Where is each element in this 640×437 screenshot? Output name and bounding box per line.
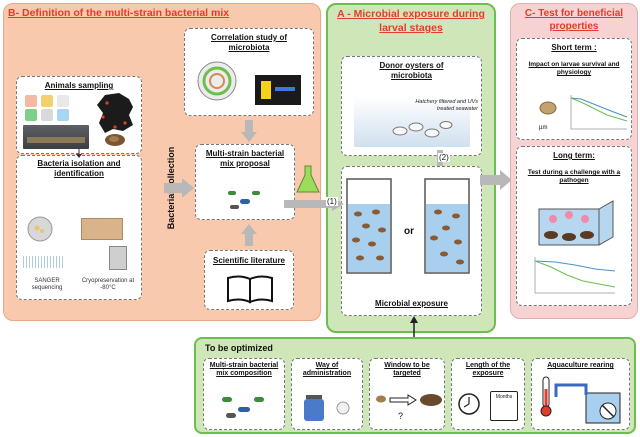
arrow-right-outline-icon <box>389 394 417 406</box>
short-term-title: Short term : <box>551 43 597 52</box>
optimize-label-administration: Way of administration <box>302 362 352 377</box>
short-term-card: Short term : Impact on larvae survival a… <box>516 38 632 140</box>
optimize-item-administration: Way of administration <box>291 358 363 430</box>
optimize-item-mix: Multi-strain bacterial mix composition <box>203 358 285 430</box>
optimize-item-length: Length of the exposure Months <box>451 358 525 430</box>
challenge-title: Test during a challenge with a pathogen <box>527 169 621 184</box>
petri-dish-icon <box>27 216 53 242</box>
jar-icon <box>304 395 324 421</box>
tank-icon <box>585 392 621 424</box>
beaker-right-icon <box>424 178 470 274</box>
oysters-in-water-icon <box>392 121 453 138</box>
scientific-literature-card: Scientific literature <box>204 250 294 310</box>
correlation-study-title: Correlation study of microbiota <box>210 33 287 52</box>
step2-label: (2) <box>438 153 450 162</box>
optimize-item-window: Window to be targeted ? <box>369 358 445 430</box>
optimize-item-rearing: Aquaculture rearing <box>531 358 630 430</box>
survival-curve-short <box>570 95 628 130</box>
beaker-left-icon <box>346 178 392 274</box>
seawater-image <box>354 97 470 147</box>
arrow-up-to-exposure <box>410 316 418 338</box>
circular-phylo-icon <box>197 61 237 101</box>
panel-a-title: A - Microbial exposure during larval sta… <box>337 8 485 34</box>
survival-curve-long <box>534 257 616 294</box>
oyster-farm-photo <box>23 125 89 149</box>
arrow-down-gray <box>241 120 257 142</box>
calendar-months-label: Months <box>495 394 513 400</box>
cryo-label: Cryopreservation at -80°C <box>81 278 135 291</box>
optimize-title: To be optimized <box>205 343 273 353</box>
mix-proposal-title: Multi-strain bacterial mix proposal <box>205 149 285 168</box>
freezer-icon <box>109 246 127 270</box>
thermometer-icon <box>540 376 552 417</box>
arrow-a-to-c <box>480 170 512 190</box>
bacteria-isolation-title: Bacteria isolation and identification <box>37 159 121 178</box>
flask-icon <box>296 165 320 193</box>
adult-oyster-icon <box>420 394 442 406</box>
heatmap-graphic <box>255 75 301 105</box>
hatchery-water-label: Hatchery filtered and UVs treated seawat… <box>415 99 478 112</box>
step1-label: (1) <box>326 197 338 206</box>
challenge-tank-icon <box>538 200 614 246</box>
france-map-icon <box>97 93 133 133</box>
larva-small-icon <box>376 395 386 403</box>
arrow-right-gray <box>164 178 194 198</box>
sanger-label: SANGER sequencing <box>31 278 63 291</box>
arrow-up-gray <box>241 224 257 246</box>
donor-oysters-card: Donor oysters of microbiota Hatchery fil… <box>341 56 482 156</box>
correlation-study-card: Correlation study of microbiota <box>184 28 314 116</box>
book-icon <box>227 275 273 304</box>
bacteria-isolation-card: Bacteria isolation and identification SA… <box>16 155 142 300</box>
clock-icon <box>458 393 480 415</box>
scientific-literature-title: Scientific literature <box>212 256 286 265</box>
arrow-down-small <box>76 148 82 158</box>
bacteria-icon <box>228 191 260 209</box>
long-term-card: Long term: Test during a challenge with … <box>516 146 632 306</box>
optimize-label-mix: Multi-strain bacterial mix composition <box>209 362 279 377</box>
bacteria-mix-icon <box>222 397 264 418</box>
panel-c-title: C- Test for beneficial properties <box>524 8 624 32</box>
or-label: or <box>404 226 414 237</box>
panel-b-title: B- Definition of the multi-strain bacter… <box>8 7 230 19</box>
long-term-title: Long term: <box>553 151 595 160</box>
pill-icon <box>336 401 350 415</box>
donor-oysters-title: Donor oysters of microbiota <box>379 61 444 80</box>
microbial-exposure-title: Microbial exposure <box>375 299 448 308</box>
optimize-label-rearing: Aquaculture rearing <box>547 362 614 369</box>
question-mark: ? <box>398 411 404 421</box>
sequence-trace <box>23 256 63 268</box>
weather-icons <box>25 95 71 121</box>
optimize-label-length: Length of the exposure <box>465 362 511 377</box>
oyster-shell-icon <box>105 134 125 146</box>
scale-unit: µm <box>539 125 548 131</box>
impact-title: Impact on larvae survival and physiology <box>528 61 620 76</box>
pipe-icon <box>554 383 588 397</box>
calendar-icon <box>490 391 518 421</box>
optimize-label-window: Window to be targeted <box>384 362 430 377</box>
larva-icon <box>539 101 557 115</box>
animals-sampling-title: Animals sampling <box>44 81 114 90</box>
gel-photo <box>81 218 123 240</box>
mix-proposal-card: Multi-strain bacterial mix proposal <box>195 144 295 220</box>
animals-sampling-card: Animals sampling <box>16 76 142 154</box>
